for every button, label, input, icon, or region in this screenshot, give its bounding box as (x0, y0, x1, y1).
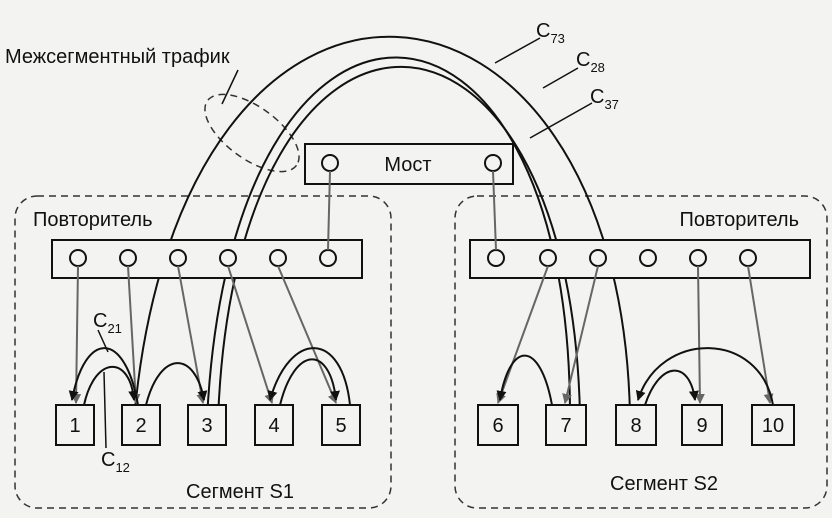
repeater-right-port-5 (689, 249, 707, 267)
label-c73: C73 (536, 20, 565, 46)
arc-c21 (68, 347, 139, 406)
node-1: 1 (55, 404, 95, 446)
label-c12: C12 (101, 449, 130, 475)
node-4: 4 (254, 404, 294, 446)
c21-leader (97, 329, 109, 353)
c73-leader (494, 37, 541, 64)
svg-text:4: 4 (268, 415, 279, 437)
link-port2-node2 (127, 265, 141, 404)
segment-s1-label: Сегмент S1 (186, 481, 294, 503)
arc-c73 (133, 35, 635, 421)
svg-text:5: 5 (335, 415, 346, 437)
svg-text:8: 8 (630, 415, 641, 437)
repeater-left-port-1 (69, 249, 87, 267)
node-8: 8 (615, 404, 657, 446)
label-c28: C28 (576, 49, 605, 75)
bridge-link-right (492, 170, 497, 251)
svg-text:9: 9 (696, 415, 707, 437)
bridge-box (304, 143, 514, 185)
svg-text:10: 10 (762, 415, 784, 437)
node-7: 7 (545, 404, 587, 446)
link-port-r3-node7 (562, 265, 599, 404)
node-9: 9 (681, 404, 723, 446)
segment-s1-boundary (14, 195, 392, 509)
repeater-left-port-4 (219, 249, 237, 267)
arc-5-4 (267, 347, 351, 406)
bridge-link-left (327, 170, 331, 251)
arc-4-5 (279, 358, 340, 406)
arc-c37 (206, 56, 575, 421)
repeater-right-port-4 (639, 249, 657, 267)
arc-c12 (83, 365, 139, 406)
svg-text:2: 2 (135, 415, 146, 437)
inter-segment-leader (221, 69, 239, 105)
node-10: 10 (751, 404, 795, 446)
node-5: 5 (321, 404, 361, 446)
svg-text:7: 7 (560, 415, 571, 437)
repeater-left-port-5 (269, 249, 287, 267)
inter-segment-label: Межсегментный трафик (5, 46, 230, 68)
repeater-left-port-6 (319, 249, 337, 267)
c28-leader (542, 67, 579, 89)
node-2: 2 (121, 404, 161, 446)
c37-leader (529, 102, 593, 139)
repeater-right-port-6 (739, 249, 757, 267)
bridge-port-left (321, 154, 339, 172)
repeater-left-box (51, 239, 363, 279)
repeater-left-port-2 (119, 249, 137, 267)
link-port-r2-node6 (496, 265, 549, 404)
link-port4-node4 (227, 265, 275, 404)
inter-segment-ellipse (204, 93, 300, 173)
c12-leader (103, 371, 107, 449)
repeater-left-port-3 (169, 249, 187, 267)
repeater-left-label: Повторитель (33, 209, 153, 231)
segment-s2-label: Сегмент S2 (610, 473, 718, 495)
arc-7-6 (496, 354, 553, 406)
repeater-right-port-3 (589, 249, 607, 267)
link-port-r6-node10 (747, 265, 774, 404)
arc-2-3 (145, 362, 208, 406)
label-c21: C21 (93, 310, 122, 336)
node-3: 3 (187, 404, 227, 446)
bridge-label: Мост (384, 154, 431, 176)
link-port-r5-node9 (694, 265, 705, 404)
node-6: 6 (477, 404, 519, 446)
svg-text:1: 1 (69, 415, 80, 437)
repeater-right-label: Повторитель (679, 209, 799, 231)
repeater-right-port-1 (487, 249, 505, 267)
link-port5-node5 (277, 265, 338, 404)
arc-8-9 (644, 369, 699, 406)
svg-text:3: 3 (201, 415, 212, 437)
segment-s2-boundary (454, 195, 828, 509)
svg-text:6: 6 (492, 415, 503, 437)
bridge-port-right (484, 154, 502, 172)
arc-10-8 (635, 347, 774, 406)
repeater-right-port-2 (539, 249, 557, 267)
label-c37: C37 (590, 86, 619, 112)
